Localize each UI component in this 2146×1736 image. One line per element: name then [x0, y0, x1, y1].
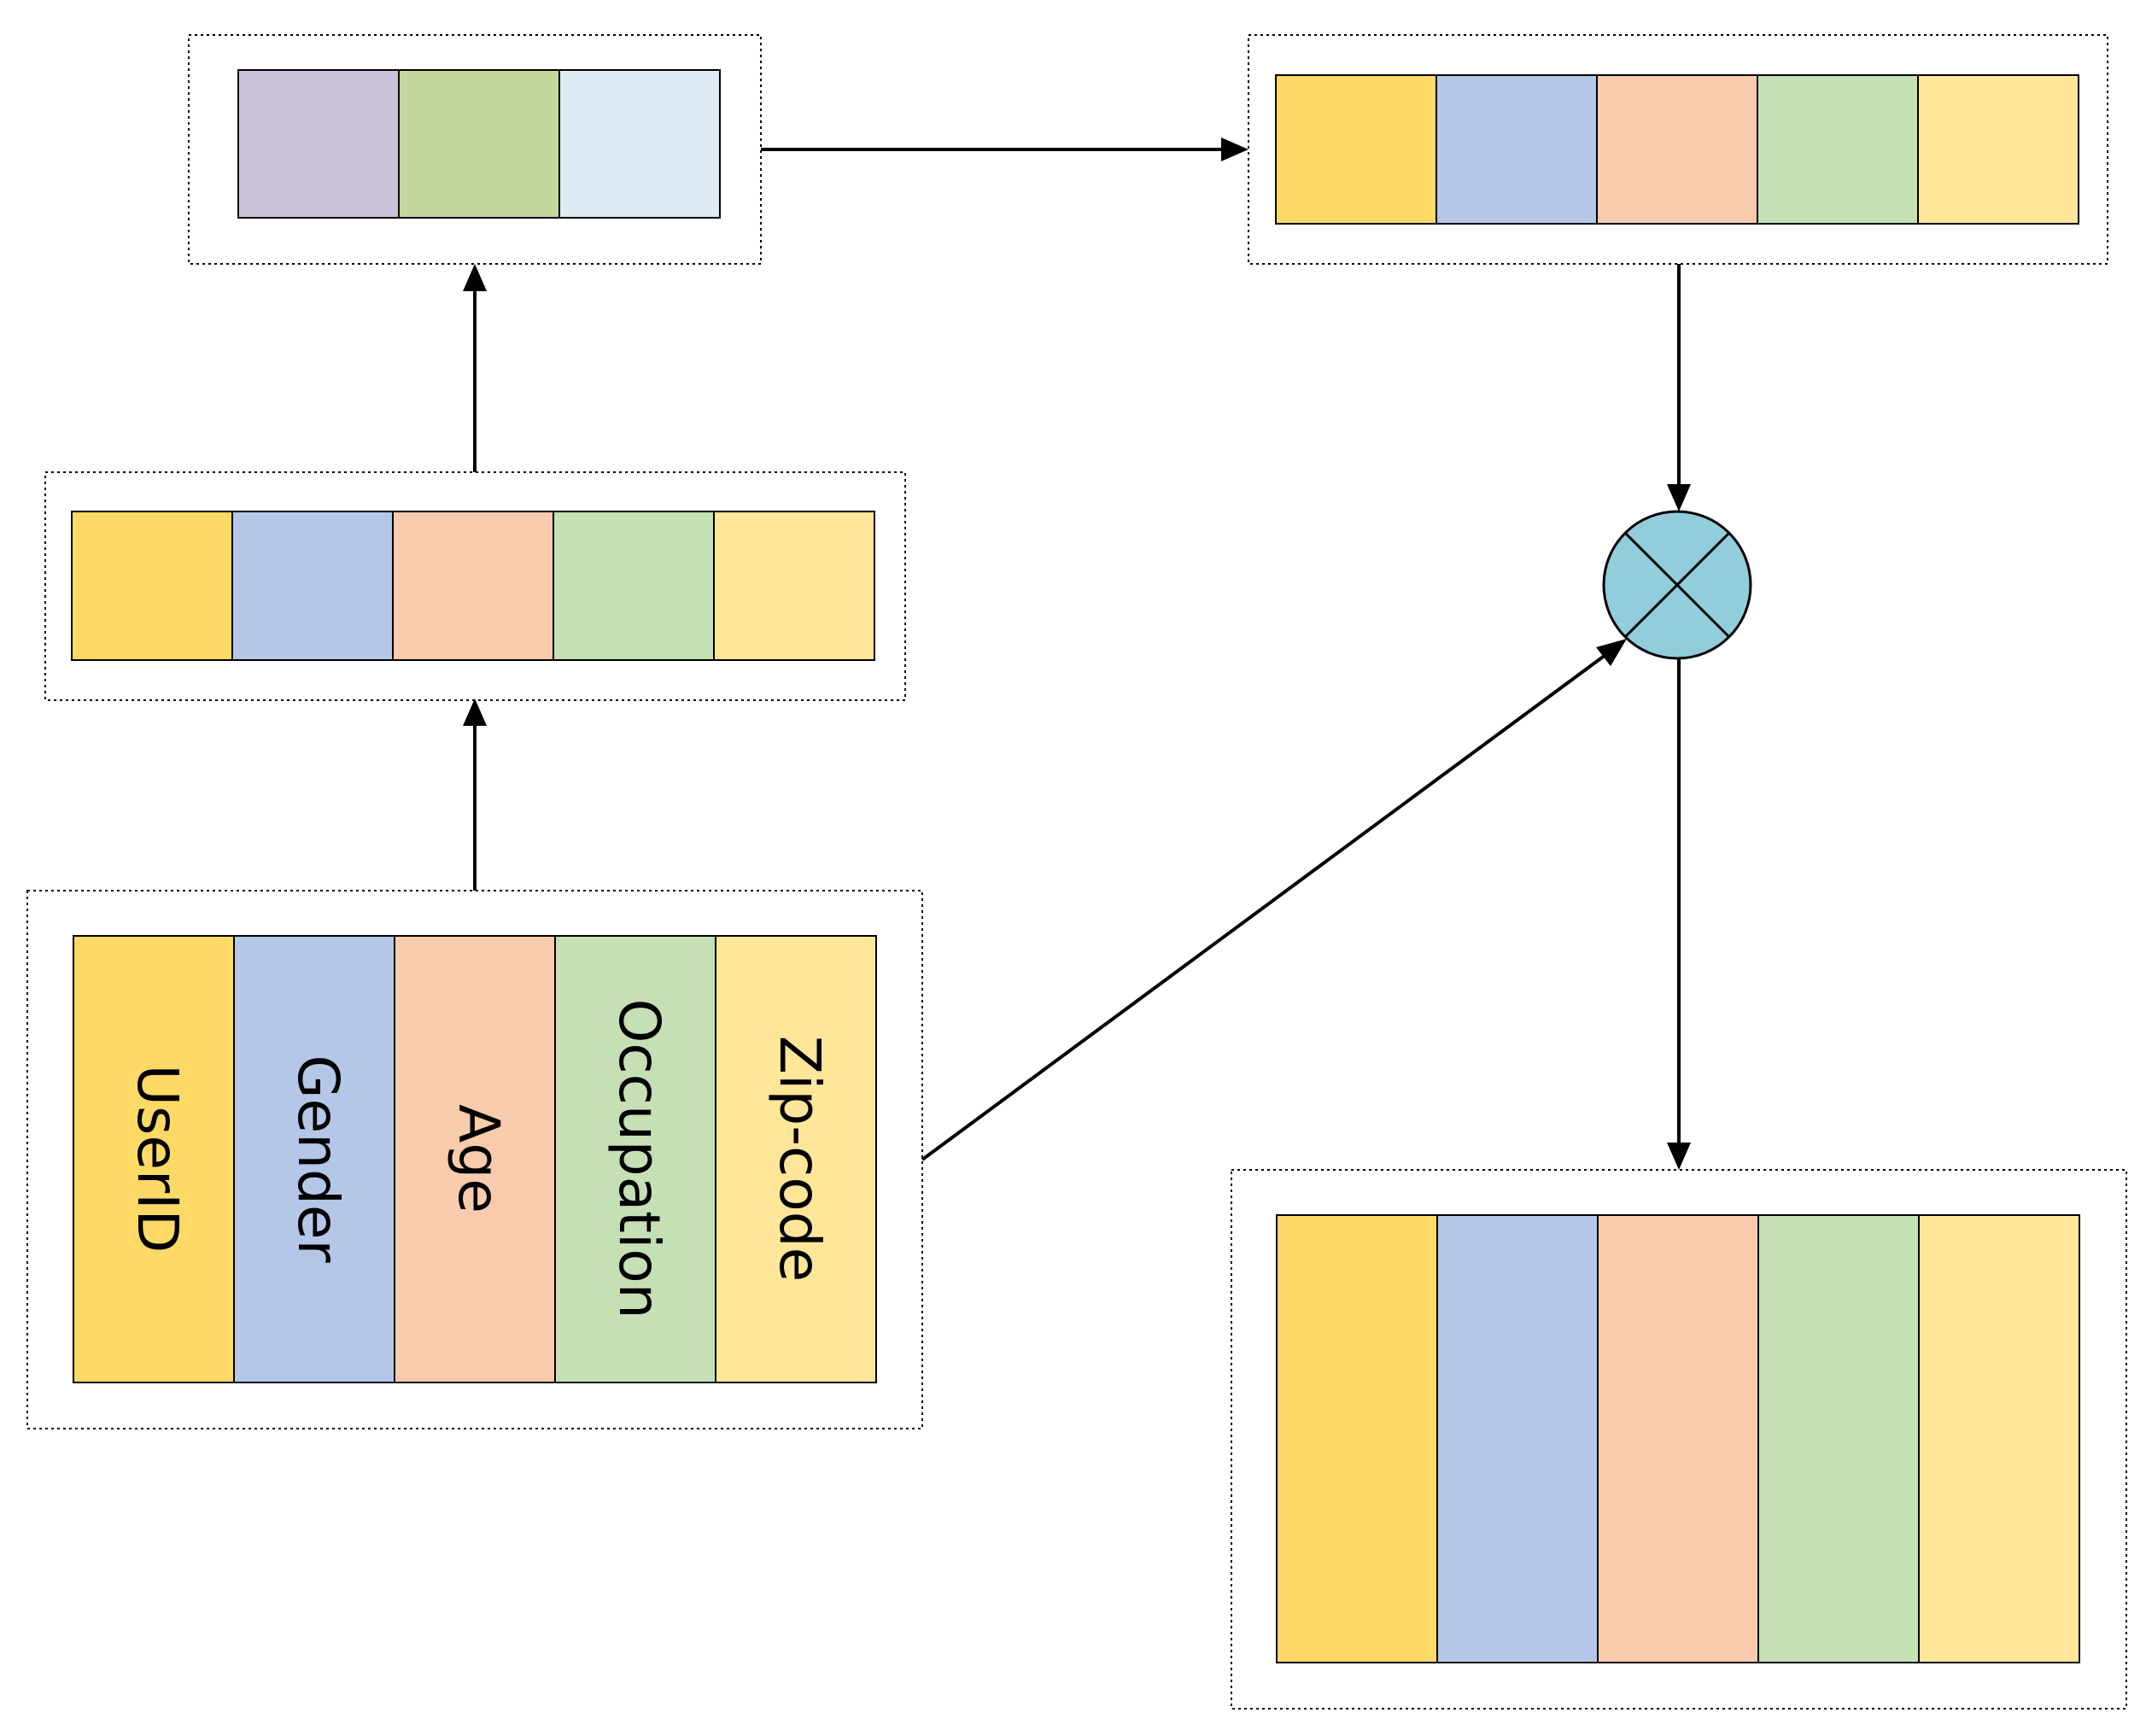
reduced-cell-3 — [558, 69, 721, 219]
field-gender — [233, 935, 395, 1383]
squeeze-cell-5 — [713, 511, 875, 661]
weight-cell-5 — [1917, 74, 2079, 225]
field-zipcode — [715, 935, 877, 1383]
weight-cell-4 — [1757, 74, 1919, 225]
weight-cell-2 — [1436, 74, 1598, 225]
reduced-cell-1 — [237, 69, 400, 219]
reduced-vector-box — [188, 34, 762, 265]
arrow-head-up-icon — [463, 264, 487, 291]
weight-cell-3 — [1596, 74, 1758, 225]
squeeze-cell-3 — [392, 511, 554, 661]
arrow-squeeze-to-reduced — [463, 264, 487, 472]
reduced-cell-2 — [398, 69, 560, 219]
field-gender-label: Gender — [285, 1055, 351, 1263]
output-cell-4 — [1757, 1214, 1920, 1663]
arrow-head-up-icon — [463, 698, 487, 726]
squeeze-cell-2 — [231, 511, 394, 661]
output-cell-1 — [1276, 1214, 1438, 1663]
output-cell-2 — [1436, 1214, 1599, 1663]
field-zipcode-label: Zip-code — [767, 1036, 833, 1282]
output-cell-5 — [1918, 1214, 2080, 1663]
arrow-head-diagonal-icon — [1596, 639, 1627, 666]
weight-vector-box — [1248, 34, 2108, 265]
input-fields-frame — [26, 890, 923, 1429]
field-userid-label: UserID — [125, 1065, 190, 1254]
arrow-head-right-icon — [1221, 137, 1248, 161]
arrow-operator-to-output — [1667, 658, 1691, 1170]
field-age-label: Age — [446, 1104, 512, 1213]
output-vector-box — [1231, 1169, 2127, 1710]
squeeze-vector-box — [44, 471, 906, 701]
arrow-reduced-to-weight — [761, 137, 1248, 161]
field-occupation — [554, 935, 716, 1383]
field-userid — [73, 935, 235, 1383]
arrow-head-down-icon — [1667, 484, 1691, 511]
input-fields-box: UserID Gender Age Occupation Zip-code — [26, 890, 923, 1429]
arrow-head-down-icon — [1667, 1143, 1691, 1170]
multiply-operator — [1602, 510, 1752, 660]
squeeze-cell-1 — [71, 511, 233, 661]
arrow-input-to-squeeze — [463, 698, 487, 891]
weight-cell-1 — [1275, 74, 1437, 225]
field-occupation-label: Occupation — [606, 998, 672, 1318]
arrow-input-to-operator — [921, 639, 1627, 1161]
arrow-weight-to-operator — [1667, 264, 1691, 511]
squeeze-cell-4 — [553, 511, 715, 661]
output-cell-3 — [1597, 1214, 1759, 1663]
